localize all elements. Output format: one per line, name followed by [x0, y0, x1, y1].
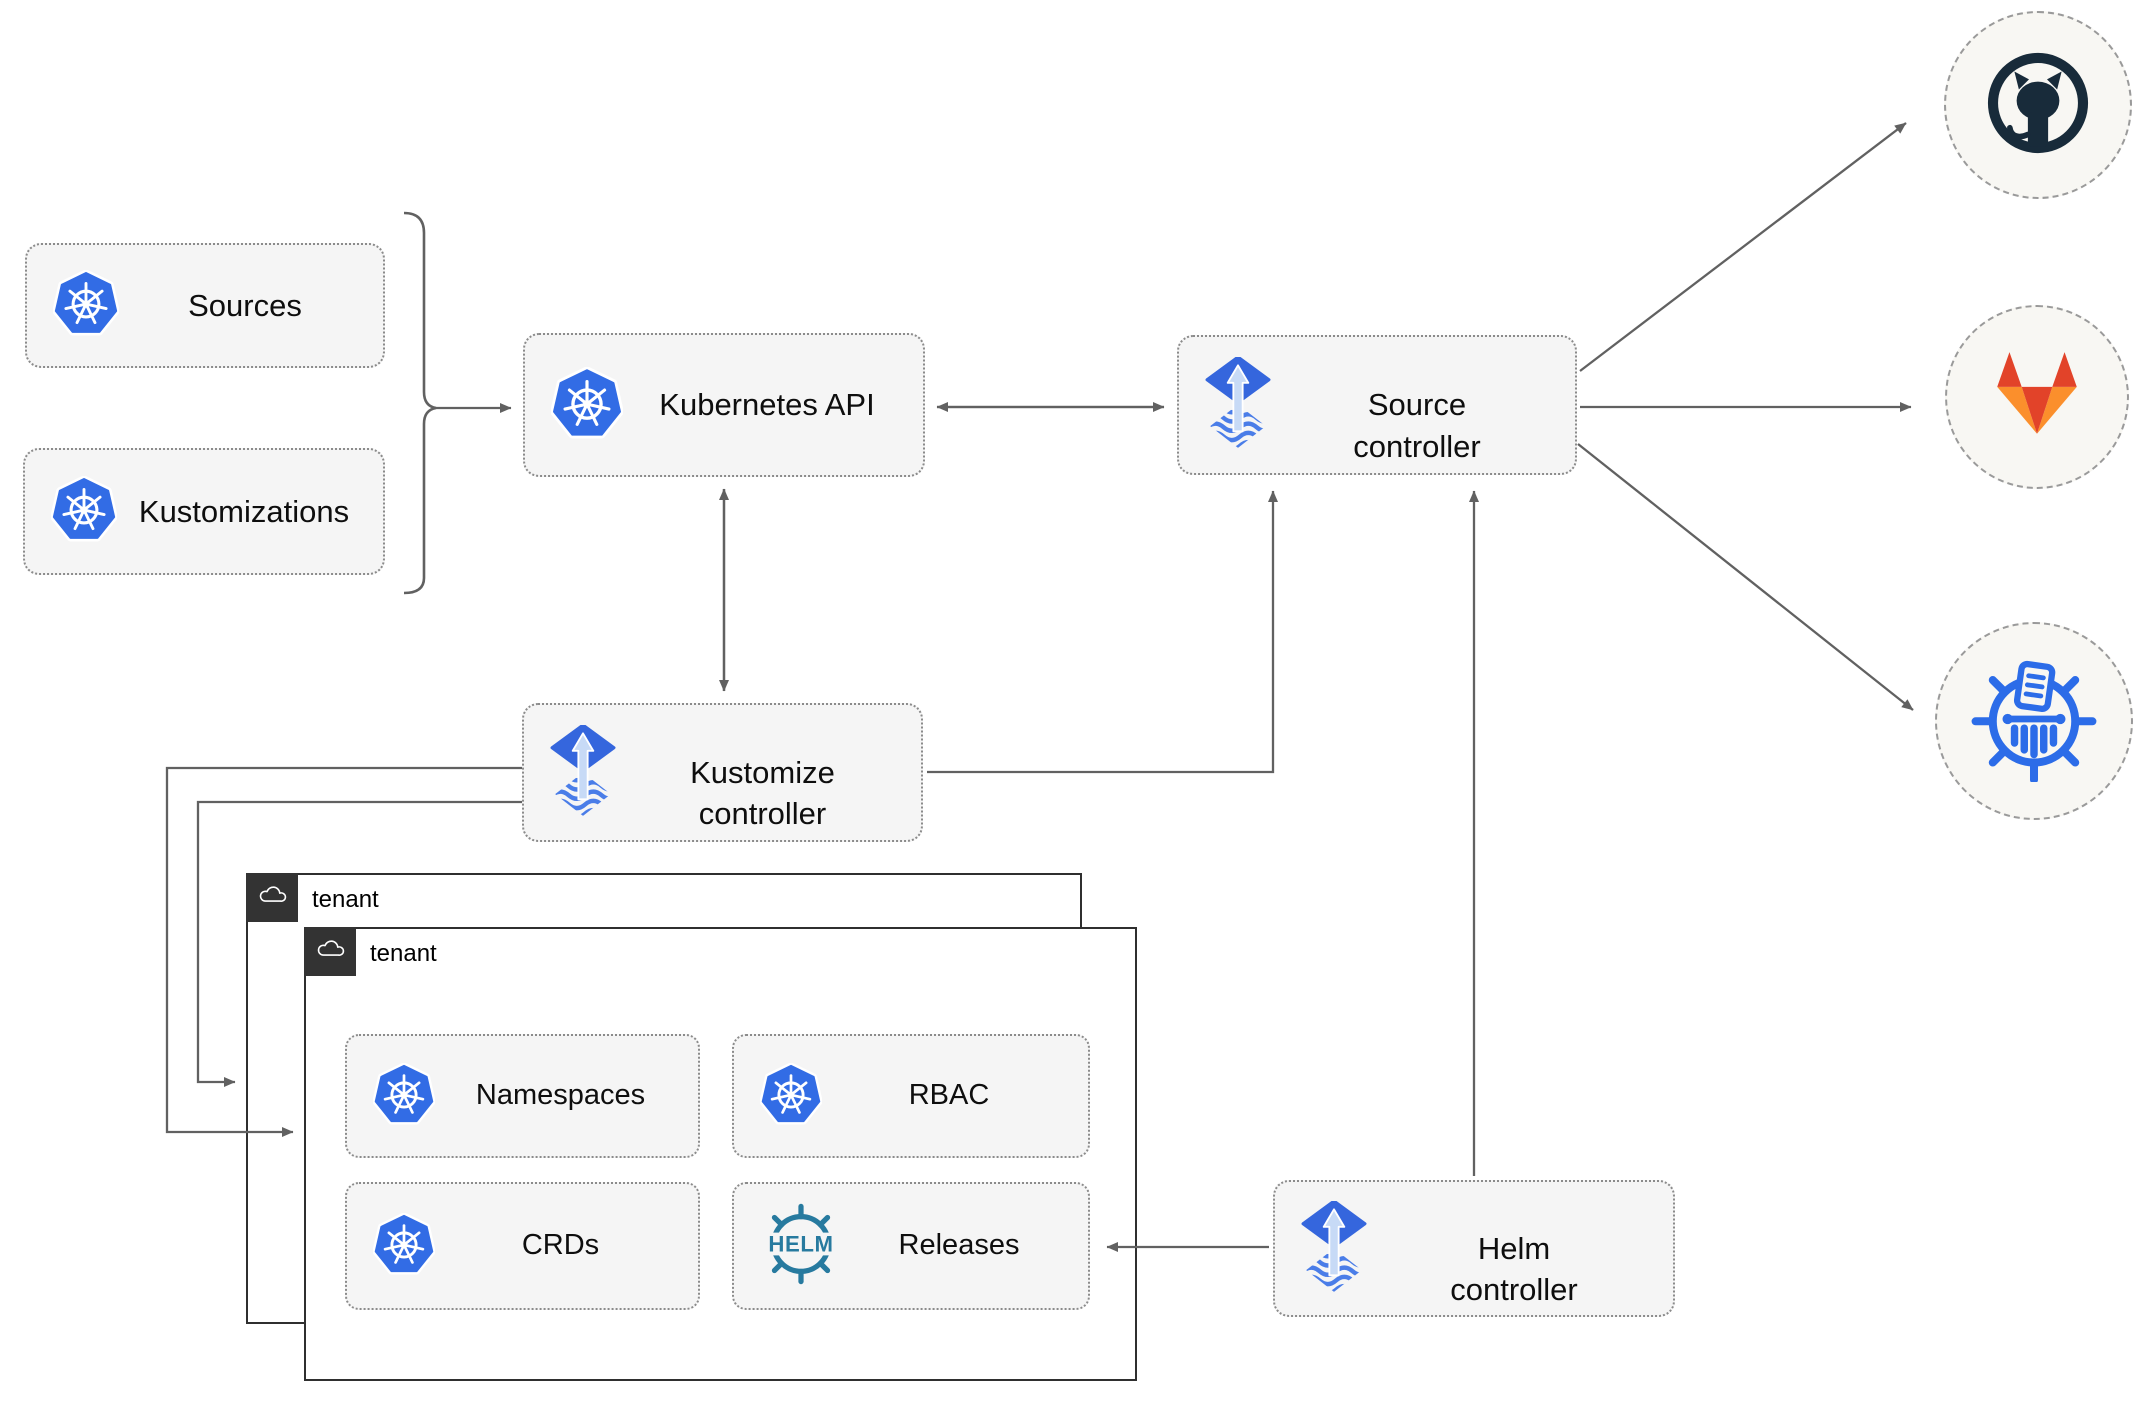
external-gitlab	[1945, 305, 2129, 489]
cloud-icon	[315, 938, 345, 964]
node-namespaces: Namespaces	[345, 1034, 700, 1158]
node-helm-controller: Helm controller	[1273, 1180, 1675, 1317]
external-github	[1944, 11, 2132, 199]
helm-logo-text: HELM	[768, 1231, 833, 1256]
node-source-controller: Source controller	[1177, 335, 1577, 475]
node-crds: CRDs	[345, 1182, 700, 1310]
flux-icon	[1205, 353, 1271, 457]
node-sources-label: Sources	[188, 287, 302, 323]
gitlab-tanuki-icon	[1986, 348, 2088, 447]
node-helm-controller-label: Helm controller	[1450, 1230, 1578, 1308]
tenant-back-tab	[245, 872, 298, 922]
edge-source-harbor	[1577, 443, 1914, 711]
external-harbor	[1935, 622, 2133, 820]
cloud-icon	[257, 884, 287, 910]
node-sources: Sources	[25, 243, 385, 368]
flux-icon	[1301, 1197, 1367, 1301]
node-rbac: RBAC	[732, 1034, 1090, 1158]
tenant-back-label: tenant	[312, 886, 379, 913]
tenant-front-label: tenant	[370, 940, 437, 967]
kubernetes-icon	[51, 476, 117, 547]
node-crds-label: CRDs	[521, 1229, 600, 1262]
tenant-front-tab	[303, 926, 356, 976]
kubernetes-icon	[373, 1063, 435, 1130]
node-kubernetes-api: Kubernetes API	[523, 333, 925, 477]
harbor-registry-icon	[1971, 656, 2097, 787]
node-source-controller-label: Source controller	[1353, 387, 1481, 464]
node-kustomizations: Kustomizations	[23, 448, 385, 575]
node-namespaces-label: Namespaces	[475, 1079, 646, 1112]
flux-icon	[550, 721, 616, 825]
edge-brace	[403, 211, 437, 595]
node-releases-label: Releases	[898, 1229, 1020, 1262]
node-kustomize-controller-label: Kustomize controller	[690, 754, 835, 832]
node-kubernetes-api-label: Kubernetes API	[659, 387, 875, 423]
edge-kustomize-source	[927, 490, 1278, 774]
node-rbac-label: RBAC	[908, 1079, 990, 1112]
node-kustomizations-label: Kustomizations	[138, 493, 350, 529]
node-kustomize-controller: Kustomize controller	[522, 703, 923, 842]
kubernetes-icon	[373, 1213, 435, 1280]
kubernetes-icon	[760, 1063, 822, 1130]
node-releases: HELM Releases	[732, 1182, 1090, 1310]
helm-icon: HELM	[760, 1203, 842, 1290]
edge-source-github	[1579, 122, 1907, 372]
kubernetes-icon	[551, 367, 623, 444]
github-octocat-icon	[1984, 49, 2092, 162]
kubernetes-icon	[53, 270, 119, 341]
